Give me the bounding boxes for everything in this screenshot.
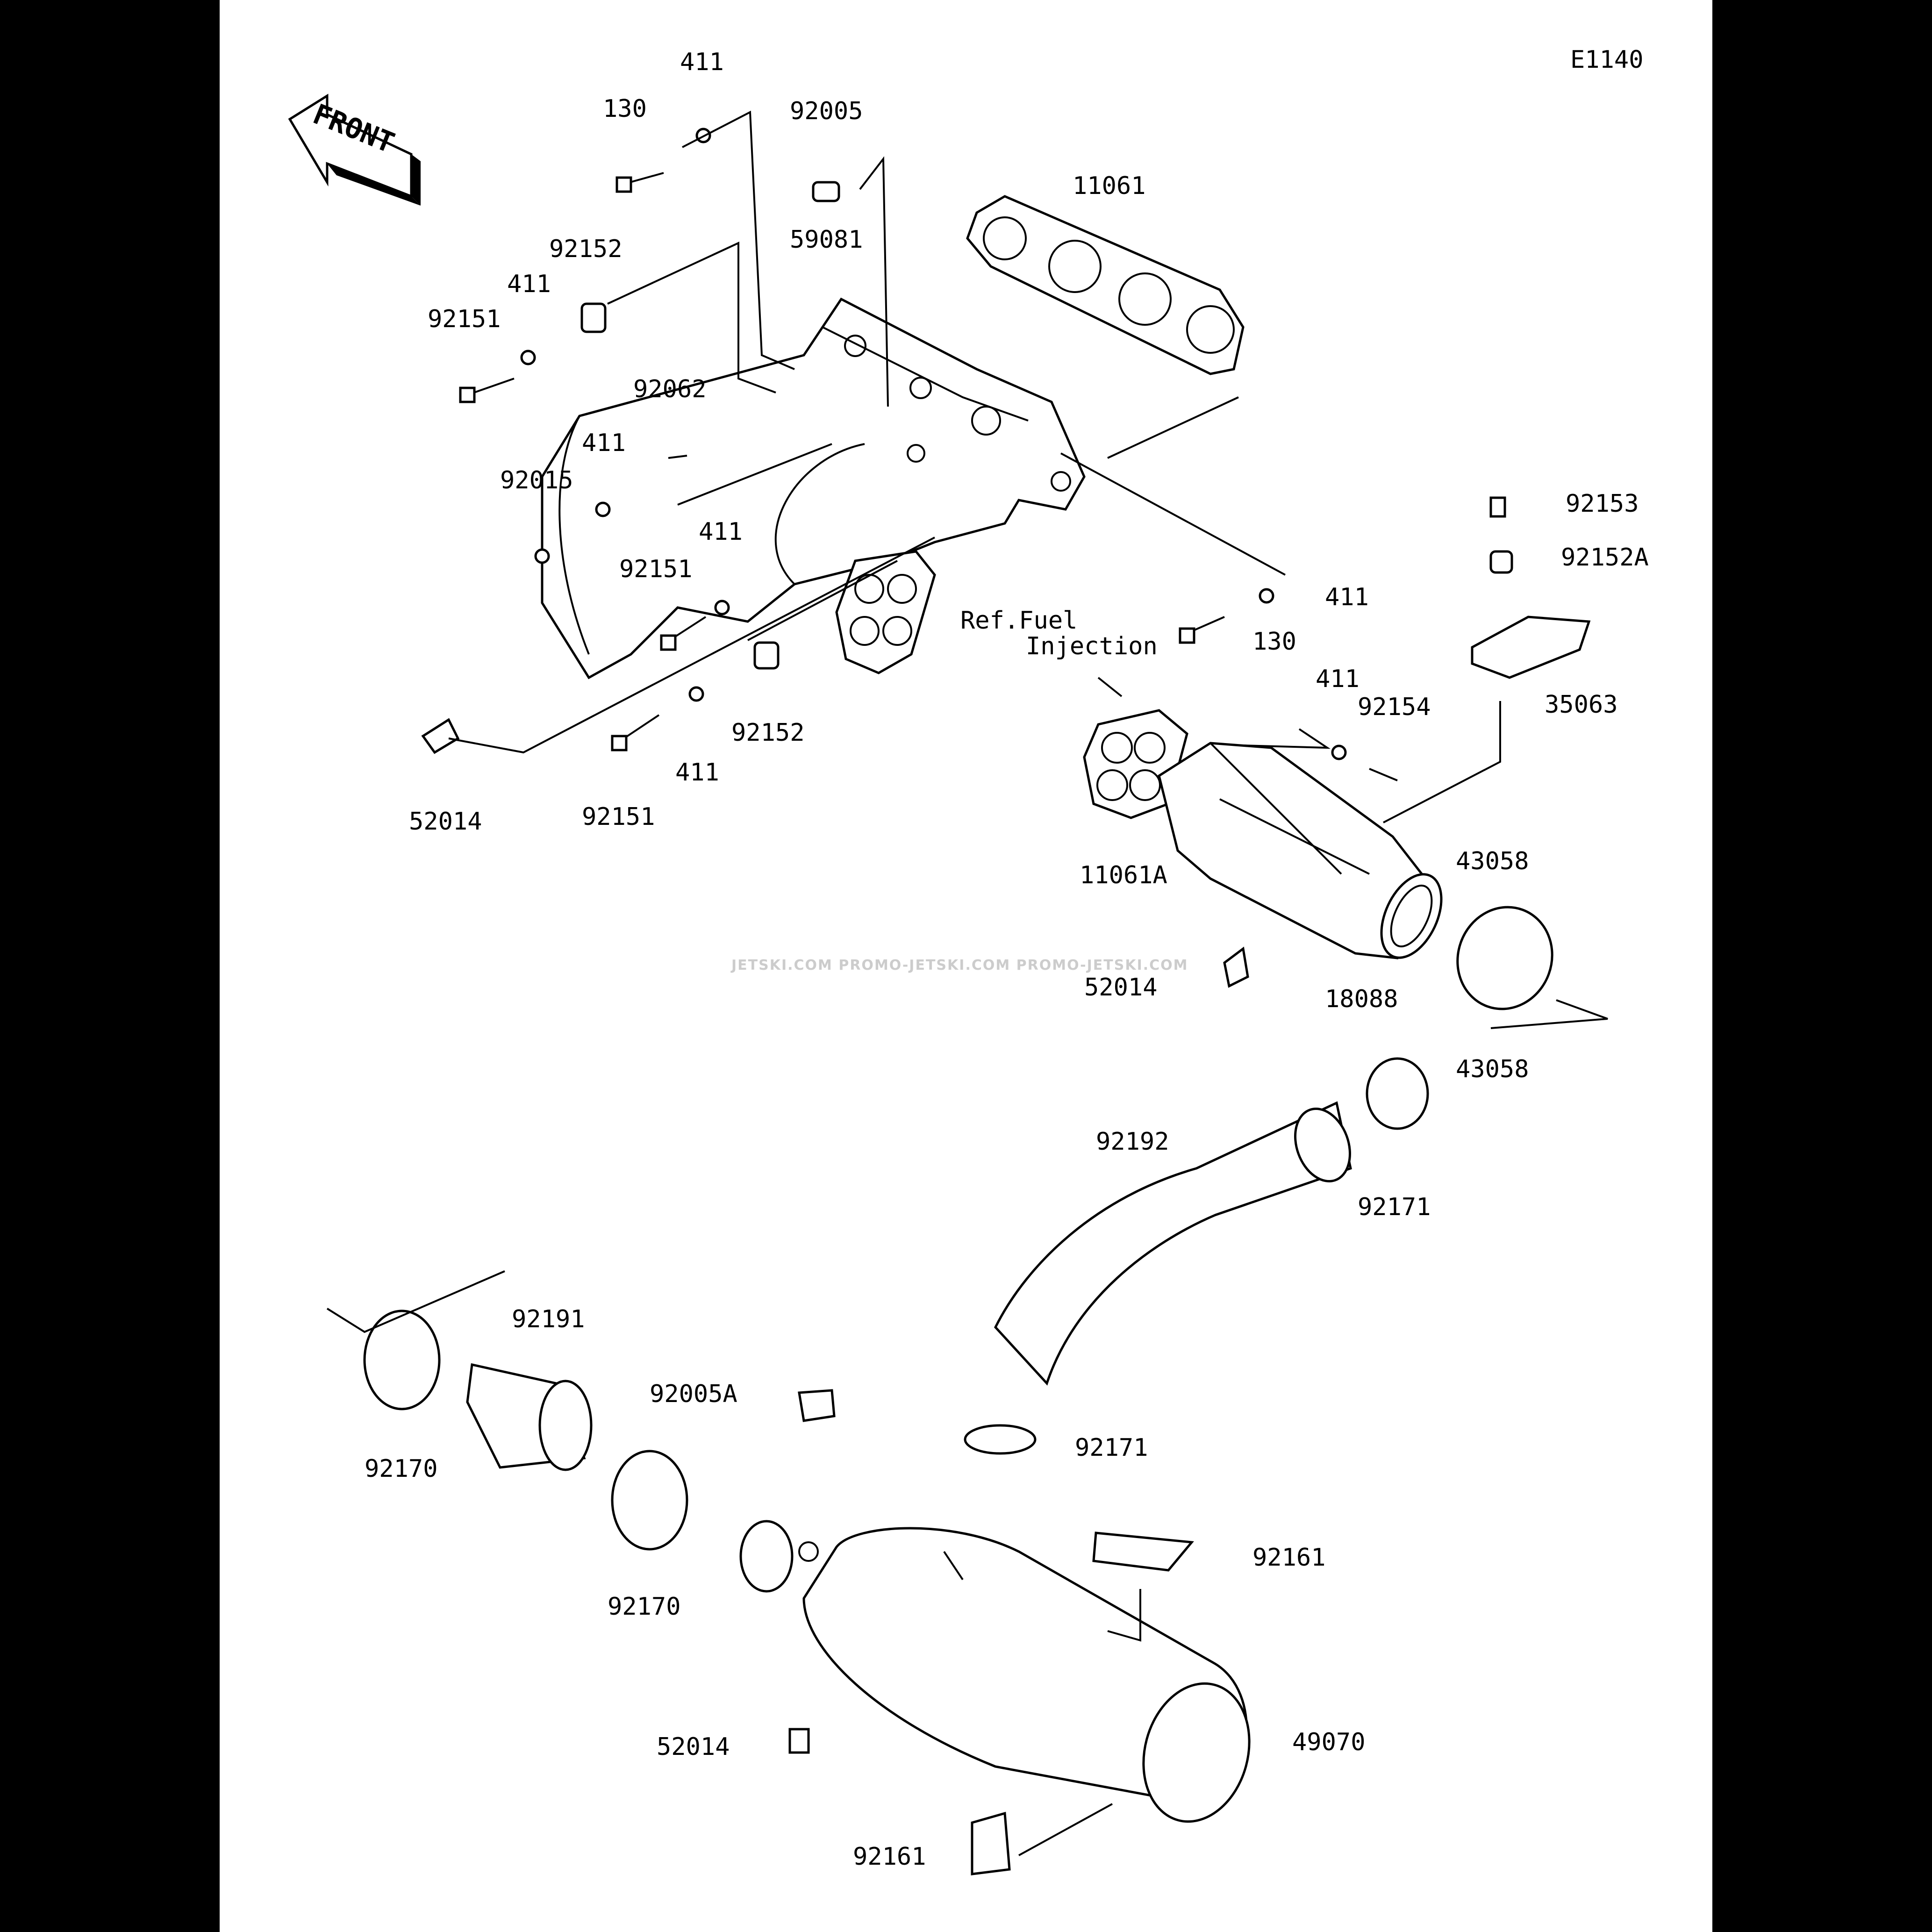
part-label: 43058 <box>1456 1055 1529 1083</box>
part-label: 52014 <box>409 808 482 836</box>
part-label: 92015 <box>500 466 573 494</box>
part-label: 130 <box>603 95 647 123</box>
part-label: 411 <box>507 270 551 298</box>
gasket-upper-4hole <box>835 550 936 674</box>
gasket-11061A <box>1083 709 1188 819</box>
watermark: JETSKI.COM PROMO-JETSKI.COM PROMO-JETSKI… <box>730 957 1188 973</box>
muffler-49070 <box>739 1520 1251 1823</box>
hose-92191 <box>466 1363 593 1471</box>
part-label: 92161 <box>1252 1544 1326 1572</box>
part-label: 92151 <box>619 555 693 583</box>
part-label: 92170 <box>608 1593 681 1621</box>
part-label: 92152A <box>1561 544 1649 572</box>
part-label: 59081 <box>790 226 863 254</box>
part-label: 92005 <box>790 97 863 125</box>
clamp-92171-lower <box>964 1424 1037 1455</box>
exhaust-pipe-18088 <box>1158 742 1443 959</box>
part-label: 11061 <box>1073 172 1146 200</box>
part-label: 92152 <box>731 719 805 747</box>
part-label: 11061A <box>1080 861 1167 889</box>
part-label: 92062 <box>633 375 707 403</box>
leader-lines <box>326 110 1608 1856</box>
part-label: 411 <box>1316 665 1360 693</box>
part-label: 92151 <box>428 305 501 333</box>
part-label: 92171 <box>1075 1434 1148 1462</box>
clamp-92170-left <box>363 1309 441 1410</box>
bracket-35063 <box>1471 615 1591 679</box>
part-label: 411 <box>675 758 719 787</box>
part-label: 92161 <box>853 1843 926 1871</box>
part-label: 92005A <box>650 1380 737 1408</box>
part-label: 43058 <box>1456 847 1529 875</box>
part-label: 130 <box>1252 628 1296 656</box>
part-label: 411 <box>680 48 724 76</box>
part-label: 52014 <box>1084 973 1158 1002</box>
part-label: 92154 <box>1358 693 1431 721</box>
part-label: 411 <box>1325 583 1369 611</box>
ref-note-line1: Ref.Fuel <box>960 607 1077 635</box>
part-label: 92153 <box>1566 490 1639 518</box>
clamp-92170-right <box>611 1450 688 1551</box>
clamp-92171-upper <box>1366 1057 1429 1130</box>
part-label: 18088 <box>1325 985 1398 1013</box>
ref-note-line2: Injection <box>1026 632 1158 660</box>
part-labels: 411 130 92005 11061 59081 92152 411 9215… <box>365 48 1649 1871</box>
part-label: 92151 <box>582 803 655 831</box>
gasket-11061 <box>966 195 1245 375</box>
part-label: 49070 <box>1292 1728 1366 1756</box>
part-label: 411 <box>582 429 626 457</box>
part-label: 35063 <box>1545 691 1618 719</box>
part-label: 92170 <box>365 1455 438 1483</box>
part-label: 92171 <box>1358 1193 1431 1221</box>
exhaust-tube-92192 <box>994 1101 1352 1386</box>
part-label: 92152 <box>549 235 623 263</box>
part-label: 411 <box>699 518 743 546</box>
seal-43058 <box>1456 906 1553 1010</box>
part-label: 92192 <box>1096 1128 1169 1156</box>
part-label: 92191 <box>512 1305 585 1333</box>
front-arrow-icon: FRONT <box>288 93 421 206</box>
part-label: 52014 <box>657 1733 730 1761</box>
diagram-code: E1140 <box>1570 46 1644 74</box>
hardware-fasteners <box>421 128 1513 1875</box>
